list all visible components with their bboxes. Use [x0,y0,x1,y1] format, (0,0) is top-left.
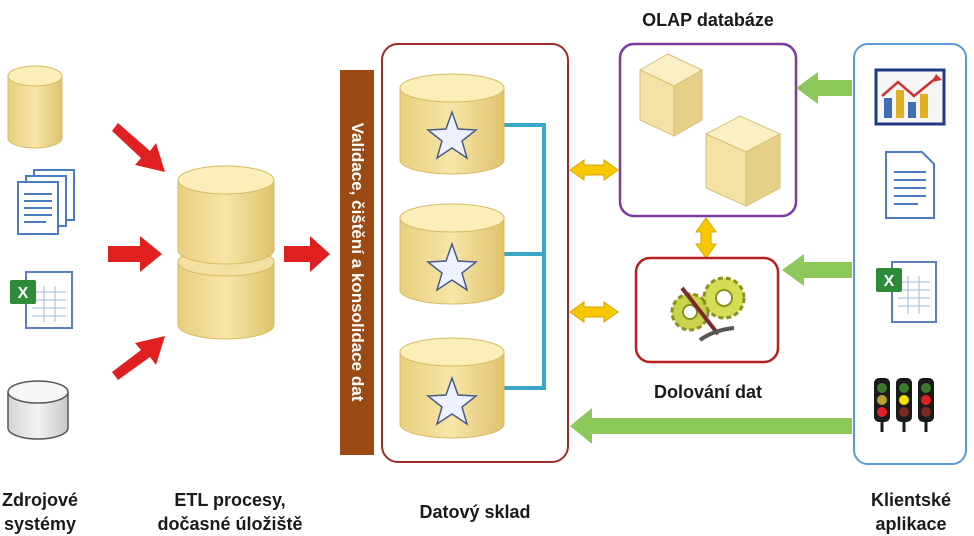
cube-icon [704,115,782,207]
star-icon [425,109,479,160]
warehouse-label: Datový sklad [419,502,531,522]
olap-label: OLAP databáze [642,10,774,30]
svg-text:X: X [884,273,895,290]
svg-text:X: X [18,285,29,302]
sources-label: Zdrojové systémy [1,490,78,534]
warehouse-cylinder-1 [399,73,505,175]
traffic-lights-icon [874,378,934,432]
clients-box [853,43,967,465]
etl-to-validation-arrow [284,236,330,272]
source-to-etl-arrows [108,123,165,380]
excel-icon: X [876,261,937,323]
warehouse-cylinder-2 [399,203,505,305]
chart-report-icon [874,68,946,126]
mining-label: Dolování dat [653,382,762,402]
source-disk-icon [7,380,69,440]
cube-icon [638,53,704,137]
validation-label: Validace, čištění a konsolidace dat [348,122,367,402]
client-arrows [570,72,852,444]
warehouse-cylinder-3 [399,337,505,439]
star-icon [425,375,479,426]
source-documents-icon [17,169,75,235]
clients-label: Klientské aplikace [870,490,952,534]
document-icon [885,151,935,219]
etl-storage-icon [177,165,275,340]
gears-pickaxe-icon [670,276,746,342]
star-icon [425,241,479,292]
etl-label: ETL procesy, dočasné úložiště [157,490,303,534]
source-excel-icon: X [10,271,73,329]
source-database-icon [7,65,63,149]
validation-bar [340,70,374,455]
yellow-double-arrows [569,159,717,323]
warehouse-connector [504,123,546,390]
